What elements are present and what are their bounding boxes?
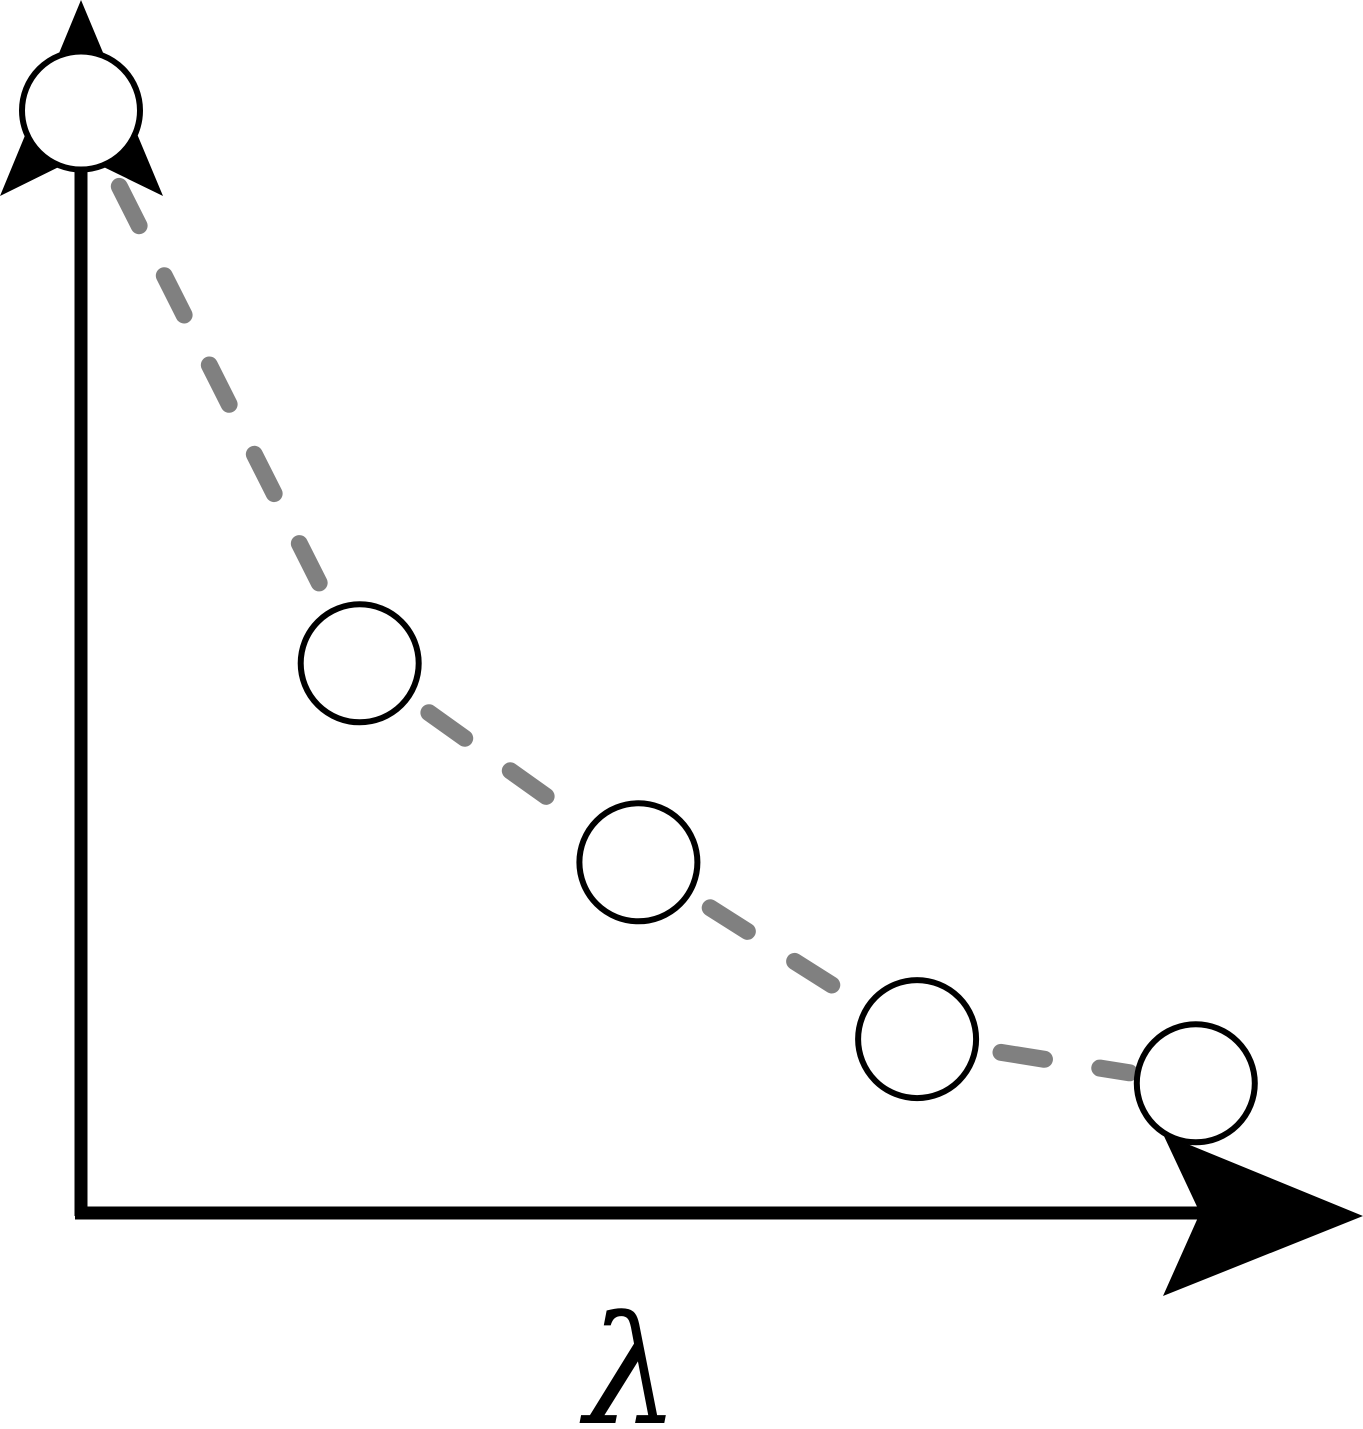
series-segment	[420, 704, 593, 832]
x-axis-arrowhead	[1163, 1134, 1363, 1296]
data-point	[576, 800, 701, 925]
series-segment	[992, 1043, 1139, 1082]
data-point	[297, 601, 422, 726]
data-point	[855, 977, 980, 1102]
series-segment	[701, 899, 869, 1012]
points-layer	[19, 48, 1258, 1146]
series-segment	[110, 177, 338, 612]
series-layer	[110, 177, 1139, 1082]
data-point	[19, 48, 143, 173]
x-axis-label: λ	[579, 1285, 679, 1429]
data-point	[1133, 1021, 1258, 1146]
